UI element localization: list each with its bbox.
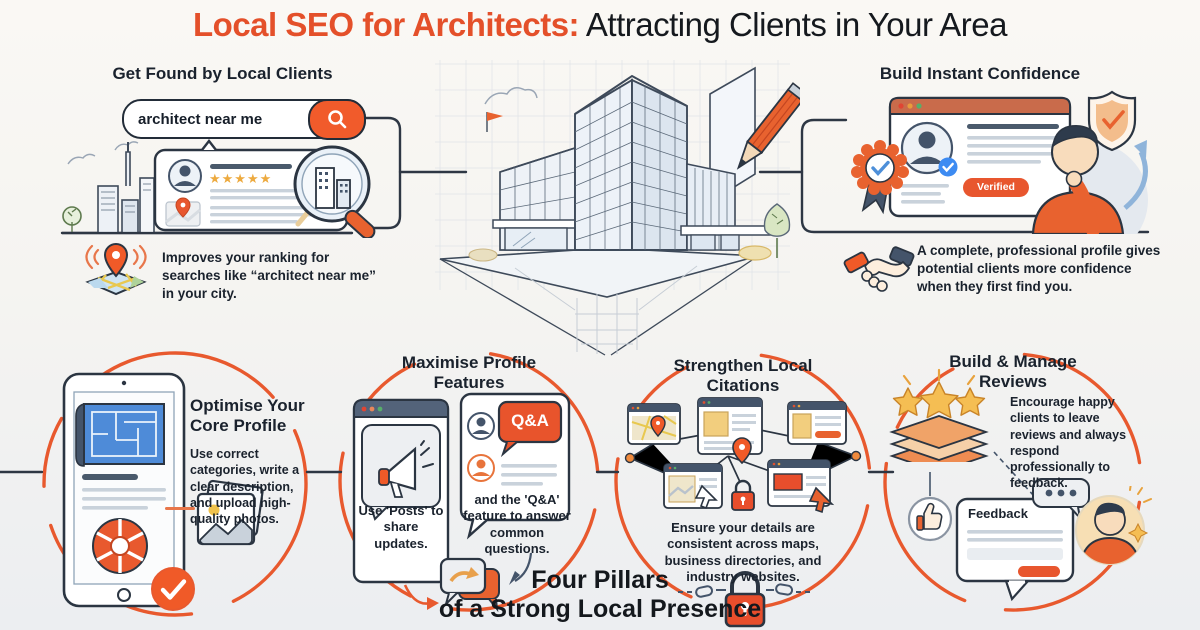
footer-line1: Four Pillars: [531, 566, 669, 594]
pillar-ring: [614, 352, 872, 610]
search-query-text: architect near me: [138, 110, 263, 128]
citations-network-illustration: [624, 397, 862, 514]
pillar-local-citations: Strengthen Local Citations: [612, 348, 874, 628]
thinking-person-illustration: [1031, 125, 1125, 234]
shield-check-icon: [1087, 90, 1137, 152]
footer-line2: of a Strong Local Presence: [438, 595, 762, 623]
section-heading-confidence: Build Instant Confidence: [879, 64, 1081, 83]
pencil-icon: [736, 82, 800, 170]
pillar-title: Maximise Profile Features: [401, 353, 537, 392]
thumbs-up-icon: [907, 496, 953, 542]
magnifier-buildings-icon: [293, 145, 376, 238]
verified-button[interactable]: Verified: [963, 178, 1029, 197]
reviews-text: Encourage happy clients to leave reviews…: [1010, 395, 1127, 491]
search-input[interactable]: architect near me: [122, 98, 366, 140]
map-pin-signal-icon: [85, 242, 147, 296]
rosette-badge-icon: [851, 140, 909, 215]
tablet-blueprint-illustration: [62, 372, 186, 608]
lock-node-icon: [731, 479, 755, 511]
title-rest: Attracting Clients in Your Area: [579, 6, 1008, 43]
typing-dots-bubble-icon: [1032, 478, 1090, 520]
pillar-manage-reviews: Build & Manage Reviews Encourage happy c…: [882, 346, 1152, 618]
stars-icon: [892, 381, 986, 419]
footer-title: Four Pillars of a Strong Local Presence: [0, 566, 1200, 624]
qa-bubble-label: Q&A: [511, 411, 549, 430]
pillar-title: Optimise Your Core Profile: [190, 396, 305, 435]
handshake-icon: [843, 246, 915, 292]
feedback-label: Feedback: [968, 506, 1028, 521]
posts-caption: Use 'Posts' to share updates.: [358, 503, 444, 551]
star-rating-icons: ★★★★★: [209, 171, 272, 186]
title-highlight: Local SEO for Architects:: [193, 6, 580, 43]
chain-lock-icon: [678, 571, 810, 628]
star-stack-illustration: [889, 368, 989, 462]
section-heading-get-found: Get Found by Local Clients: [112, 64, 333, 83]
check-circle-icon: [151, 567, 195, 611]
pillar-title: Strengthen Local Citations: [673, 356, 813, 395]
posts-browser-illustration: [352, 398, 450, 584]
local-search-illustration: ★★★★★: [62, 139, 376, 238]
qa-panel-illustration: [459, 392, 571, 540]
megaphone-icon: [378, 440, 434, 498]
pillar-profile-features: Maximise Profile Features Use 'Posts' to…: [335, 345, 603, 617]
aperture-icon: [92, 518, 148, 574]
get-found-caption: Improves your ranking for searches like …: [162, 250, 376, 301]
pillar-core-profile: Optimise Your Core Profile Use correct c…: [40, 348, 310, 620]
confidence-caption: A complete, professional profile gives p…: [917, 243, 1161, 294]
happy-client-avatar: [1075, 486, 1152, 565]
photos-icon: [196, 479, 264, 546]
search-icon: [328, 110, 347, 129]
pillar-title: Build & Manage Reviews: [949, 352, 1077, 391]
citations-caption: Ensure your details are consistent acros…: [664, 520, 822, 584]
share-chat-bubbles-icon: [439, 557, 500, 613]
detail-dash: [165, 507, 195, 510]
feedback-submit-button: [1018, 566, 1060, 577]
profile-confidence-illustration: [851, 90, 1148, 234]
search-button[interactable]: [308, 98, 366, 140]
architecture-sketch-illustration: [435, 60, 800, 356]
page-title: Local SEO for Architects: Attracting Cli…: [0, 6, 1200, 44]
feedback-bubble-illustration: [955, 497, 1075, 602]
pillar-text: Use correct categories, write a clear de…: [190, 447, 300, 526]
pillar-ring: [883, 352, 1143, 612]
qa-caption: and the 'Q&A' feature to answer common q…: [463, 492, 571, 556]
pillar-ring: [338, 350, 600, 612]
